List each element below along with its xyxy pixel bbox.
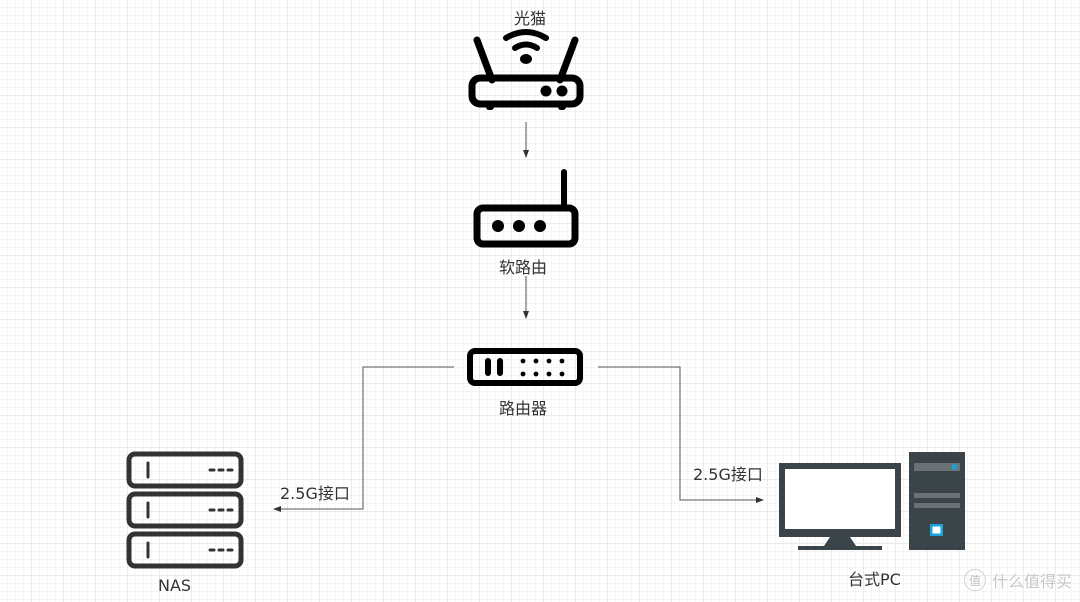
- watermark: 值 什么值得买: [963, 568, 1072, 592]
- router-label: 路由器: [499, 399, 548, 418]
- pc-label: 台式PC: [848, 570, 901, 589]
- edge-router-to-pc: [598, 366, 764, 503]
- modem-label: 光猫: [514, 9, 547, 28]
- edge-label-nas: 2.5G接口: [280, 484, 350, 503]
- node-modem[interactable]: 光猫: [466, 0, 586, 112]
- edge-label-pc: 2.5G接口: [693, 465, 763, 484]
- node-nas[interactable]: NAS: [124, 450, 248, 600]
- network-switch-icon: [467, 348, 583, 386]
- nas-label: NAS: [158, 576, 192, 595]
- watermark-text: 什么值得买: [991, 572, 1072, 591]
- wifi-router-icon: [468, 29, 584, 110]
- tower-icon: [909, 452, 965, 550]
- router-antenna-icon: [473, 169, 579, 248]
- node-pc[interactable]: 台式PC: [776, 450, 968, 590]
- edge-router-to-nas: [273, 366, 454, 512]
- watermark-badge-icon: 值: [963, 569, 986, 591]
- desktop-computer-icon: [779, 452, 965, 550]
- monitor-icon: [779, 463, 901, 550]
- server-stack-icon: [126, 451, 244, 569]
- soft-router-label: 软路由: [499, 258, 548, 277]
- node-soft-router[interactable]: 软路由: [472, 166, 582, 278]
- node-router[interactable]: 路由器: [466, 348, 586, 418]
